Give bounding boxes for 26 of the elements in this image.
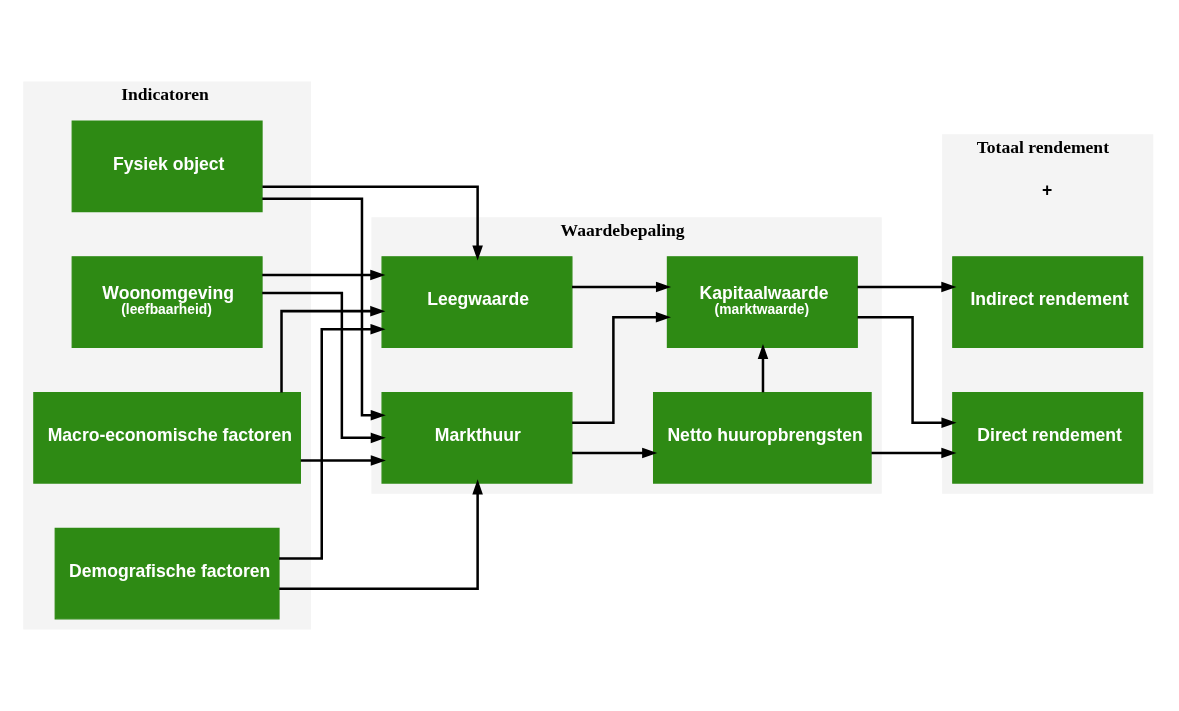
arrow [572,447,658,459]
label: + [1042,180,1053,201]
node-box: Woonomgeving (leefbaarheid) [71,256,263,348]
arrow [262,197,386,421]
arrow [857,281,957,293]
node-box: Kapitaalwaarde (marktwaarde) [666,256,858,348]
arrow [280,305,386,393]
node-box: Markthuur [381,391,573,484]
arrow [300,455,386,466]
node-box: Macro-economische factoren [33,391,301,484]
arrow [262,291,386,444]
node-box: Fysiek object [71,120,263,213]
arrow [572,311,671,424]
arrow [279,479,483,590]
node-box: Indirect rendement [952,256,1144,348]
node-box: Demografische factoren [54,527,280,620]
arrow [871,447,957,459]
arrow [757,343,769,393]
arrow [262,269,386,281]
node-box: Direct rendement [952,391,1144,484]
node-box: Netto huuropbrengsten [653,391,872,484]
arrow [262,185,483,261]
node-box: Leegwaarde [381,256,573,348]
arrow [279,323,386,560]
arrow [857,315,957,429]
arrow [572,281,672,293]
